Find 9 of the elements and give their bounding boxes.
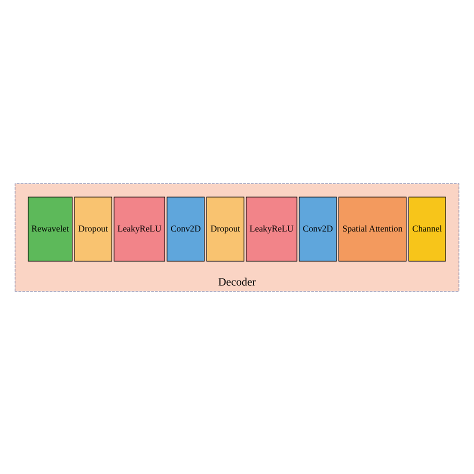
node-box: Rewavelet bbox=[28, 196, 72, 261]
node-box: Dropout bbox=[206, 196, 244, 261]
node-box: Spatial Attention bbox=[338, 196, 407, 261]
node-box: Conv2D bbox=[298, 196, 337, 261]
node-box: Dropout bbox=[74, 196, 112, 261]
node-box: LeakyReLU bbox=[246, 196, 298, 261]
node-box: Channel bbox=[408, 196, 446, 261]
node-box: Conv2D bbox=[166, 196, 205, 261]
node-box: LeakyReLU bbox=[114, 196, 166, 261]
